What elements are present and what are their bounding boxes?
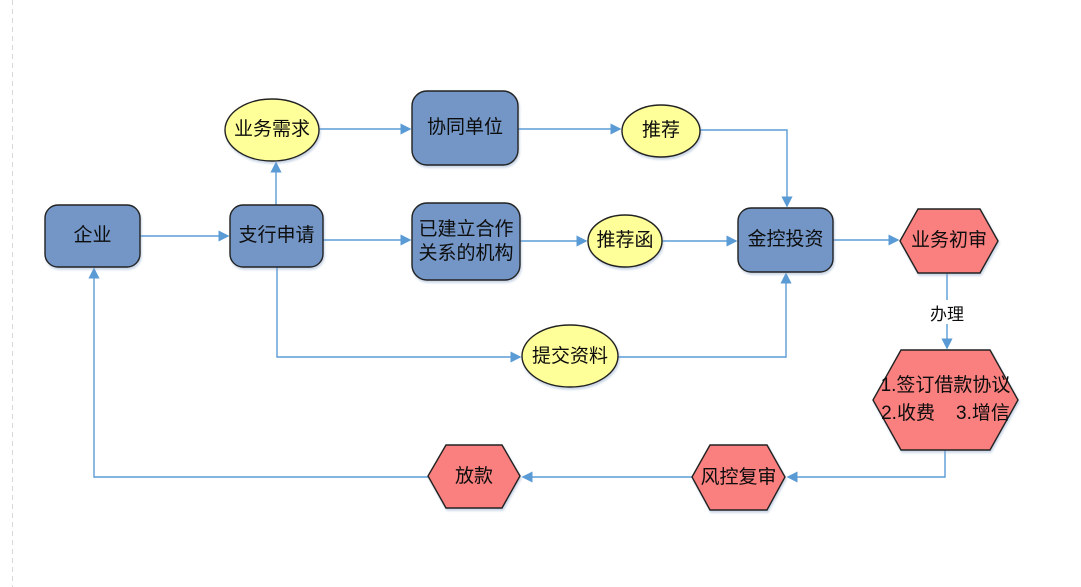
node-submit-materials[interactable] (521, 324, 619, 388)
edge-loan-to-enterprise (88, 267, 428, 478)
edge-branch-to-submit (276, 267, 522, 363)
node-contract-steps[interactable] (872, 349, 1019, 451)
node-collaborating-unit[interactable] (411, 90, 519, 166)
node-recommendation-letter[interactable] (587, 214, 663, 268)
node-business-demand[interactable] (224, 98, 320, 162)
node-recommendation[interactable] (621, 104, 701, 158)
node-loan-disbursement[interactable] (427, 444, 521, 509)
node-risk-control-review[interactable] (691, 444, 786, 511)
node-branch-application[interactable] (229, 204, 324, 268)
node-partner-institution[interactable] (411, 202, 521, 281)
connectors (88, 123, 953, 483)
node-business-initial-review[interactable] (899, 208, 999, 274)
edge-contract-to-risk-review (786, 450, 946, 483)
node-enterprise[interactable] (44, 204, 141, 268)
edge-recommendation-to-jinkong (700, 129, 793, 208)
node-jinkong-investment[interactable] (737, 207, 834, 273)
edge-submit-to-jinkong (617, 272, 792, 358)
